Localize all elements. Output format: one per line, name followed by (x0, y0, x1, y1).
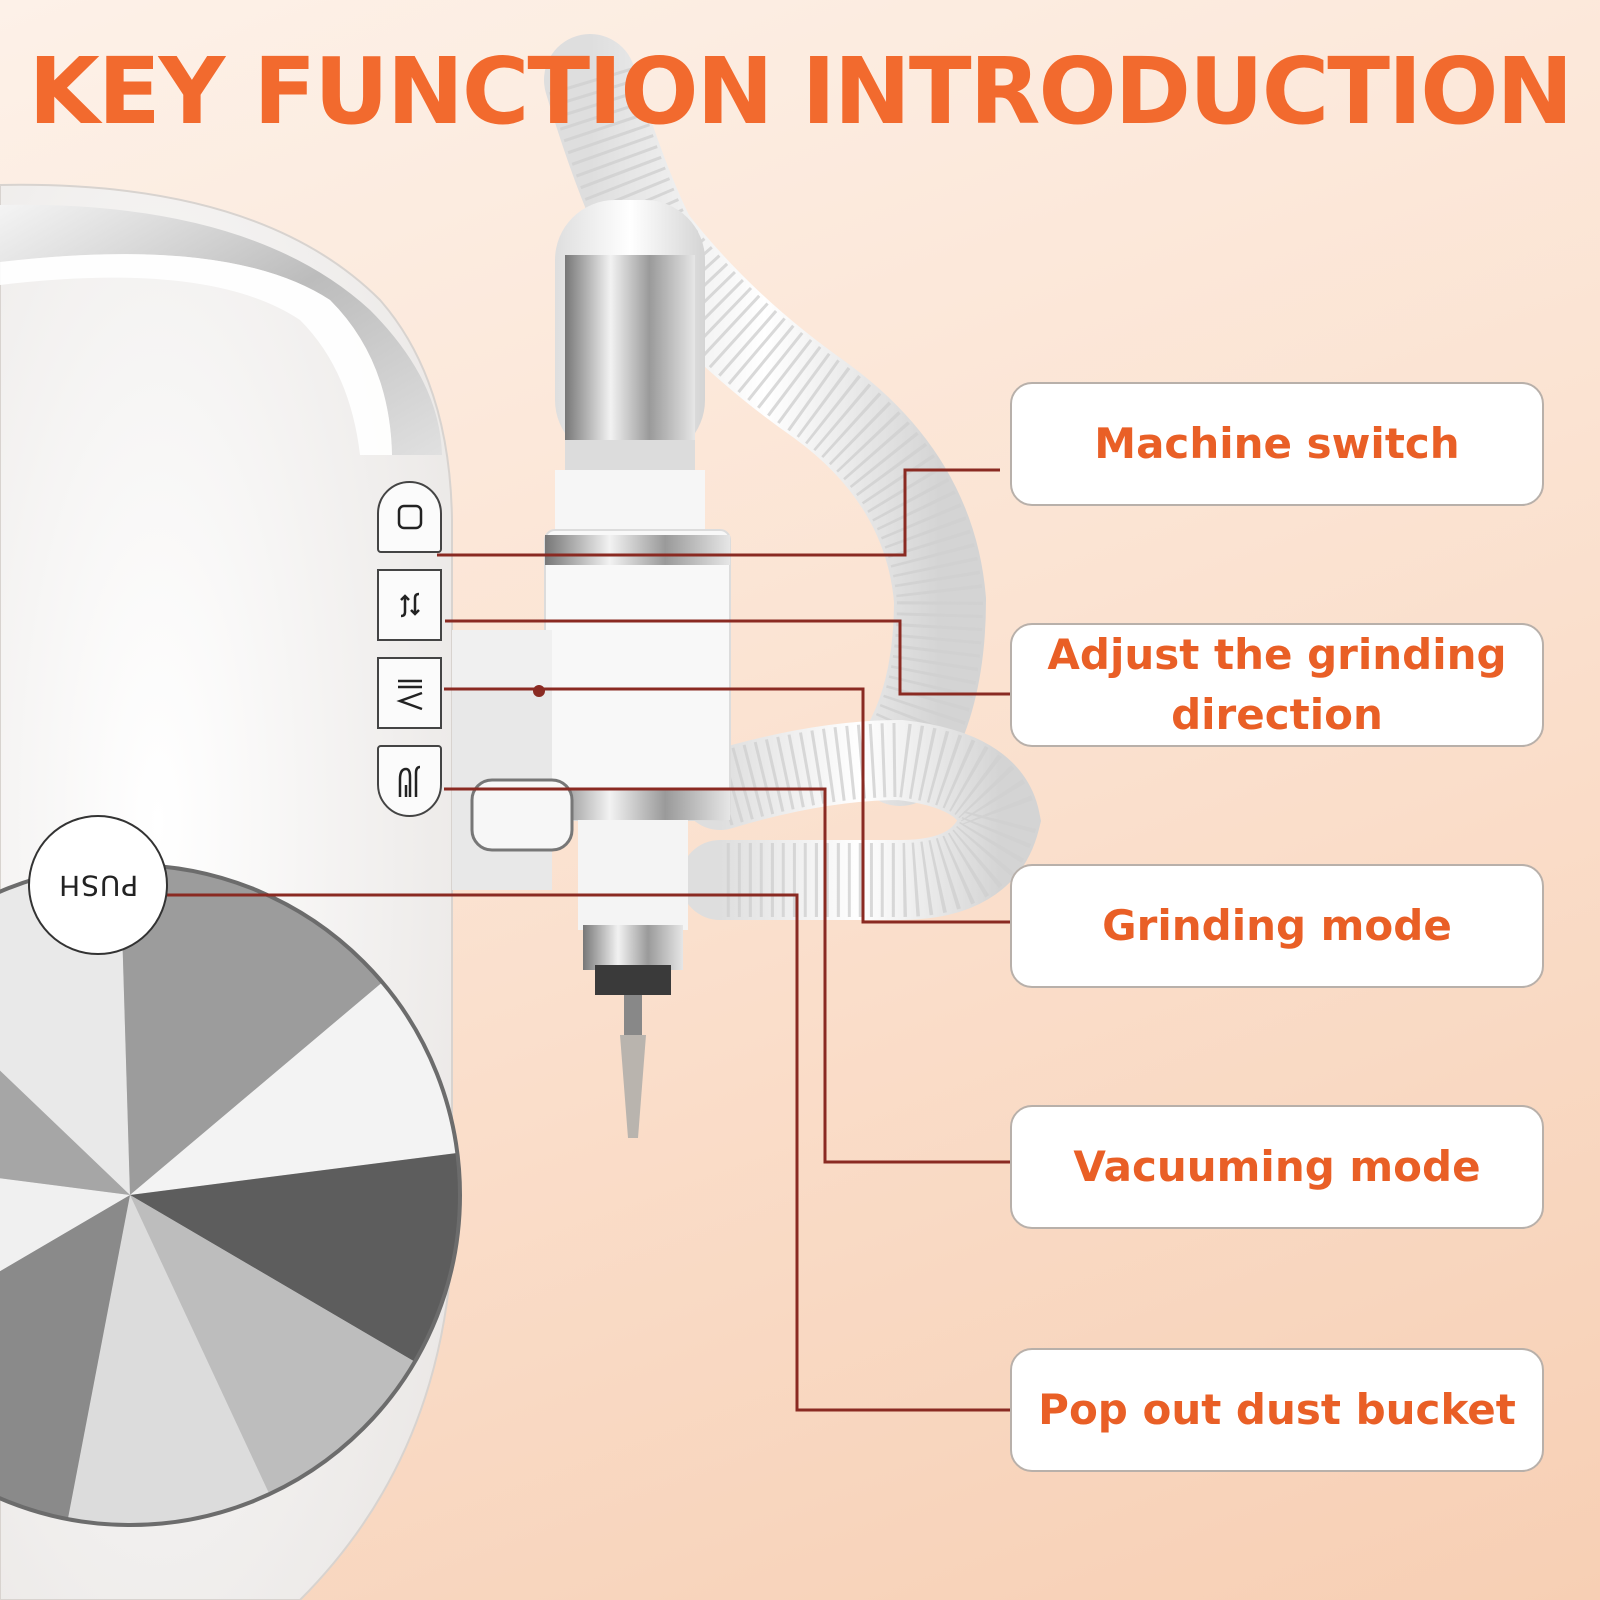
label-text: Adjust the grinding direction (1047, 630, 1507, 739)
label-grinding-mode: Grinding mode (1010, 864, 1544, 988)
label-machine-switch: Machine switch (1010, 382, 1544, 506)
vacuum-mode-icon (398, 765, 420, 797)
leader-line-machine-switch (437, 468, 1000, 557)
vacuum-mode-button[interactable] (377, 745, 442, 817)
label-text: Grinding mode (1102, 901, 1452, 950)
rotate-arrows-icon (399, 592, 420, 618)
label-vacuuming-mode: Vacuuming mode (1010, 1105, 1544, 1229)
leader-line-grinding-direction (445, 619, 1012, 696)
leader-line-vacuuming-mode (444, 787, 1012, 1164)
power-button[interactable] (377, 481, 442, 553)
push-button[interactable]: PUSH (28, 815, 168, 955)
label-dust-bucket: Pop out dust bucket (1010, 1348, 1544, 1472)
power-square-icon (397, 504, 422, 530)
label-text: Machine switch (1094, 419, 1460, 468)
direction-button[interactable] (377, 569, 442, 641)
push-label: PUSH (57, 868, 139, 902)
label-text: Vacuuming mode (1073, 1142, 1481, 1191)
label-grinding-direction: Adjust the grinding direction (1010, 623, 1544, 747)
label-text: Pop out dust bucket (1038, 1385, 1516, 1434)
grinding-mode-button[interactable] (377, 657, 442, 729)
leader-line-grinding-mode (444, 687, 1012, 924)
grind-mode-icon (395, 679, 422, 711)
leader-line-dust-bucket (135, 893, 1012, 1412)
page-title: KEY FUNCTION INTRODUCTION (28, 38, 1574, 145)
